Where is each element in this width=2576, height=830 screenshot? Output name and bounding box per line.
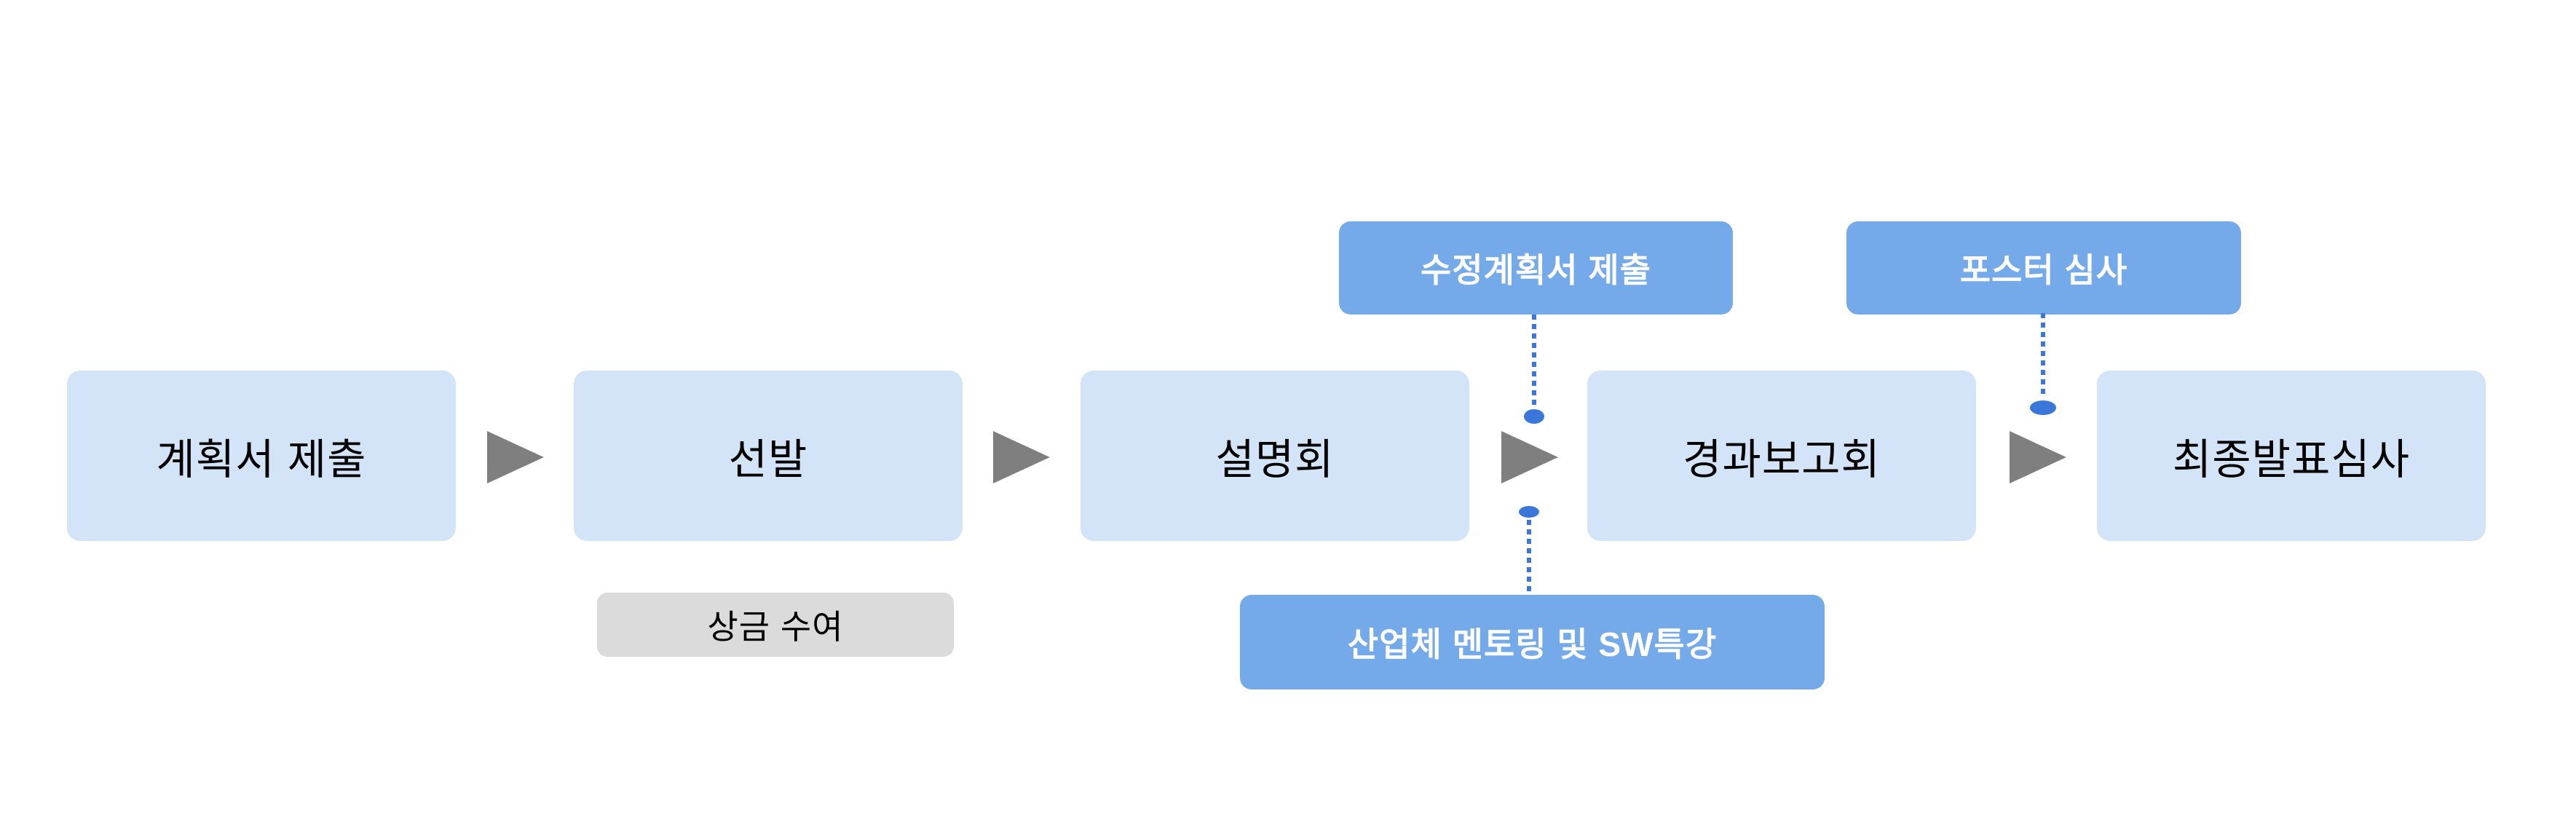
- stage-label: 선발: [728, 436, 808, 483]
- badge-label: 상금 수여: [707, 608, 844, 646]
- connector-revised-plan: [1524, 315, 1544, 424]
- callout-revised-plan-submission: 수정계획서 제출: [1339, 221, 1733, 315]
- stage-label: 계획서 제출: [156, 436, 367, 483]
- arrow-right-icon: [993, 431, 1050, 483]
- stage-box-plan-submission: 계획서 제출: [67, 371, 456, 541]
- prize-award-badge: 상금 수여: [597, 593, 954, 657]
- callout-label: 산업체 멘토링 및 SW특강: [1347, 625, 1718, 663]
- arrow-right-icon: [2010, 431, 2066, 483]
- arrow-right-icon: [1501, 431, 1558, 483]
- connector-poster-review: [2030, 313, 2056, 415]
- callout-industry-mentoring-sw-lecture: 산업체 멘토링 및 SW특강: [1240, 595, 1825, 689]
- stage-label: 최종발표심사: [2172, 436, 2411, 483]
- arrow-right-icon: [487, 431, 544, 483]
- connector-dot: [1519, 506, 1539, 518]
- stage-box-selection: 선발: [574, 371, 963, 541]
- callout-poster-review: 포스터 심사: [1846, 221, 2241, 315]
- stage-label: 경과보고회: [1683, 436, 1881, 483]
- connector-mentoring: [1519, 506, 1539, 595]
- stage-box-progress-report: 경과보고회: [1587, 371, 1976, 541]
- callout-label: 수정계획서 제출: [1420, 251, 1652, 289]
- connector-dot: [2030, 400, 2056, 415]
- connector-dot: [1524, 409, 1544, 424]
- stage-label: 설명회: [1215, 436, 1335, 483]
- stage-box-briefing: 설명회: [1080, 371, 1469, 541]
- callout-label: 포스터 심사: [1959, 251, 2128, 289]
- stage-box-final-presentation-review: 최종발표심사: [2097, 371, 2486, 541]
